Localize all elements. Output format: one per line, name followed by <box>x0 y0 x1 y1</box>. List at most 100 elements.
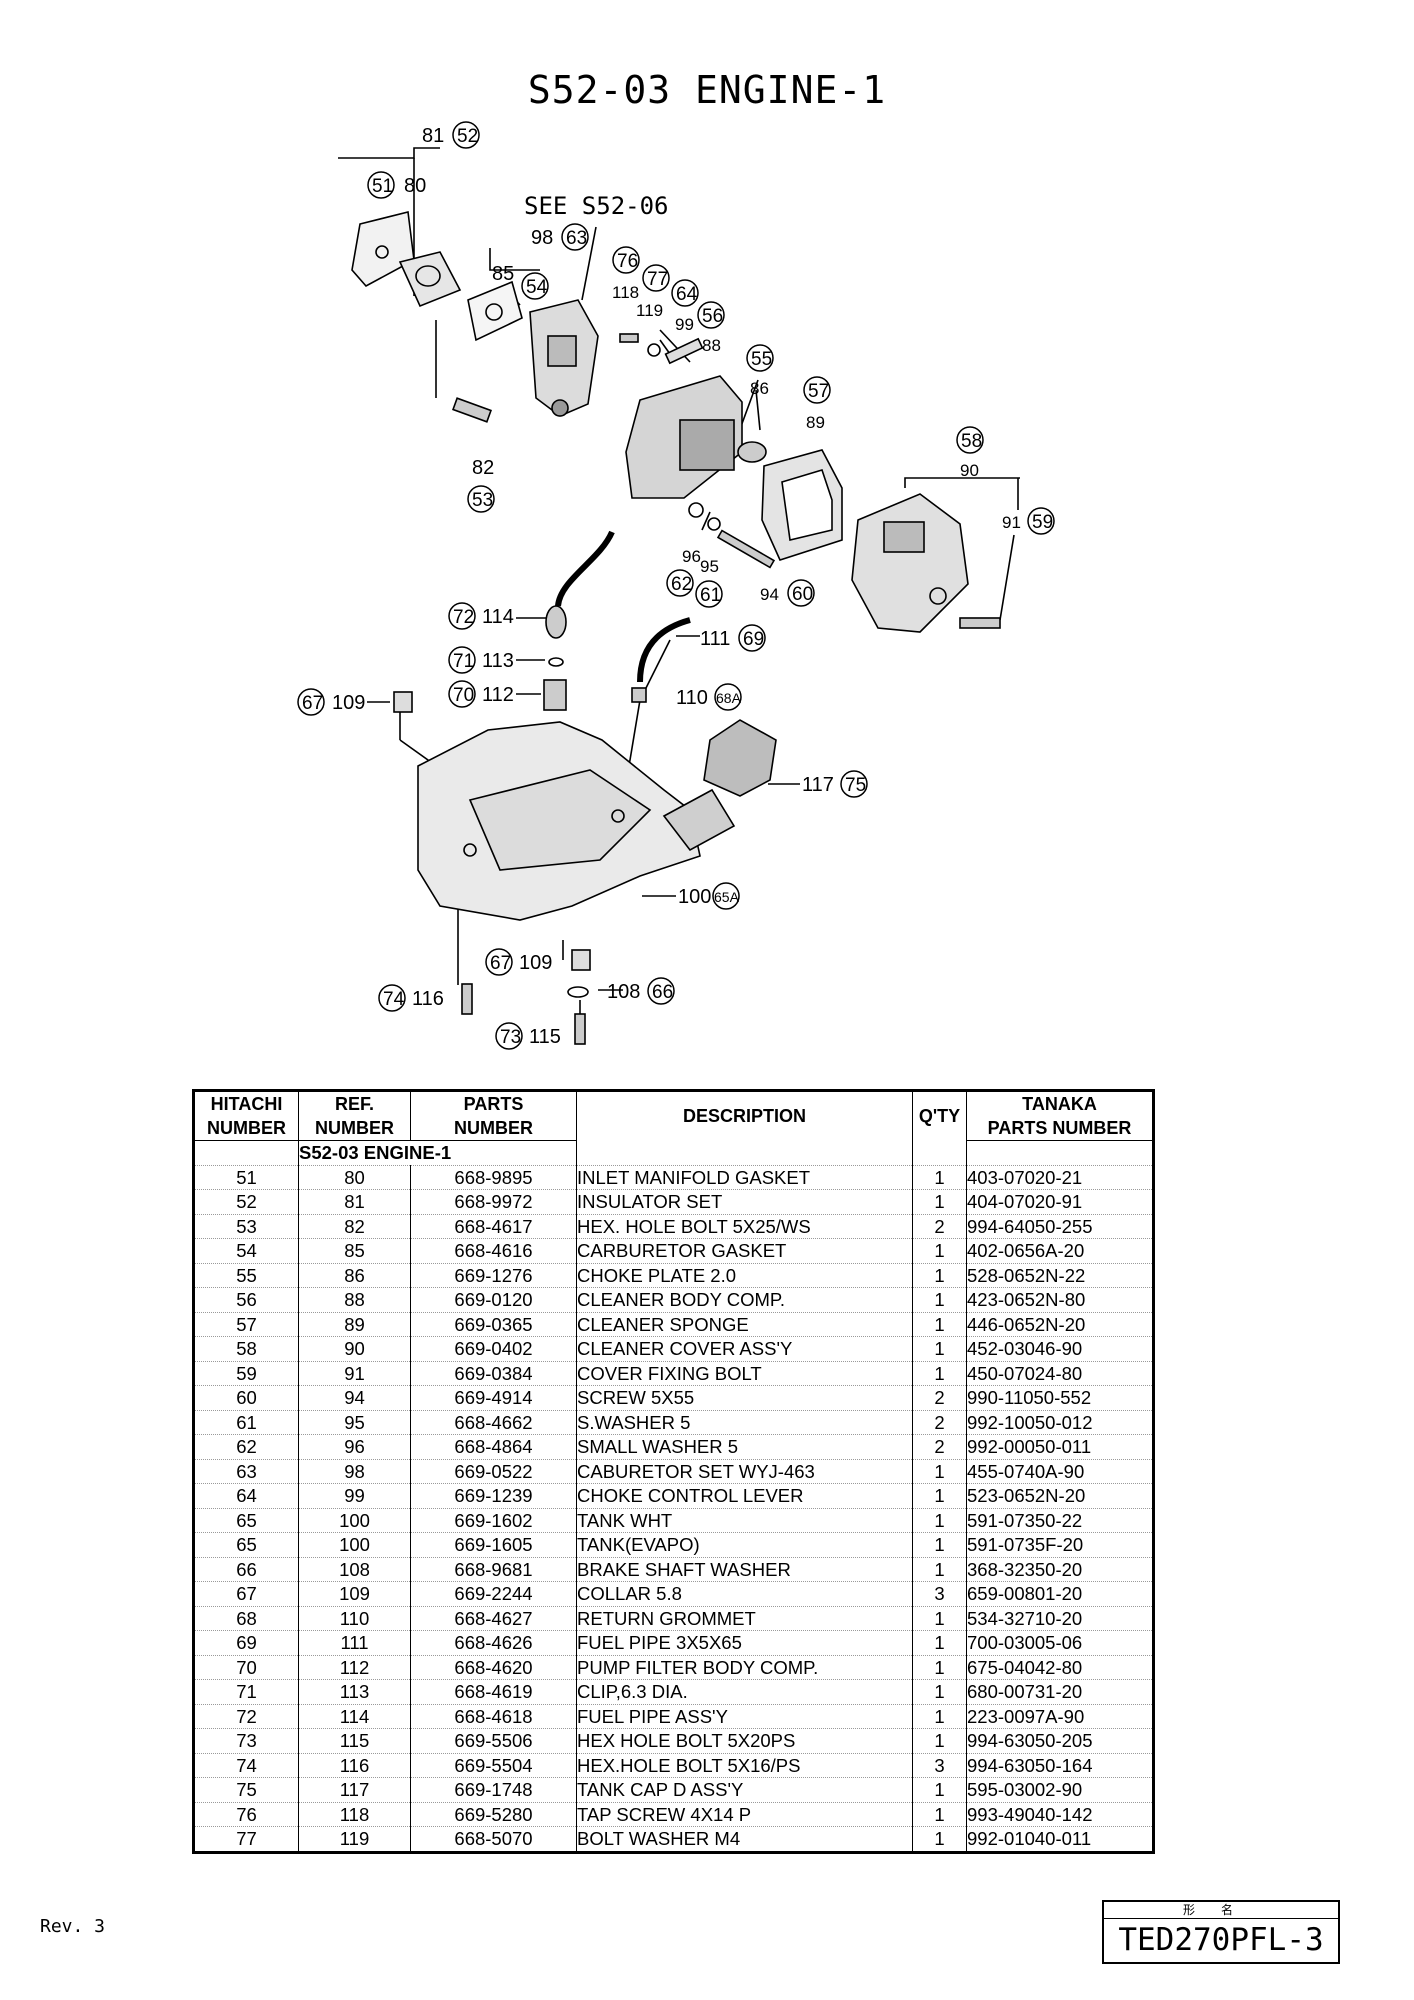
hitachi-number-cell: 54 <box>193 1238 299 1264</box>
hitachi-number-cell: 52 <box>193 1189 299 1215</box>
callout-circle-75 <box>840 770 868 798</box>
callout-circle-51 <box>367 171 395 199</box>
tanaka-number-cell: 659-00801-20 <box>966 1581 1154 1607</box>
ref-number-cell: 96 <box>298 1434 411 1460</box>
parts-number-cell: 669-1605 <box>410 1532 577 1558</box>
ref-number-cell: 98 <box>298 1459 411 1484</box>
section-title: S52-03 ENGINE-1 <box>298 1140 577 1166</box>
tanaka-number-cell: 368-32350-20 <box>966 1557 1154 1582</box>
ref-number-cell: 95 <box>298 1410 411 1435</box>
qty-cell: 1 <box>912 1287 967 1313</box>
callout-circle-64 <box>671 279 699 307</box>
qty-cell: 1 <box>912 1508 967 1533</box>
qty-cell: 1 <box>912 1777 967 1803</box>
callout-ref-86: 86 <box>750 379 769 398</box>
qty-cell: 1 <box>912 1459 967 1484</box>
parts-number-cell: 668-9681 <box>410 1557 577 1582</box>
description-cell: CLEANER COVER ASS'Y <box>576 1336 913 1362</box>
tanaka-number-cell: 455-0740A-90 <box>966 1459 1154 1484</box>
callout-hitachi-54: 54 <box>526 277 548 298</box>
callout-ref-88: 88 <box>702 336 721 355</box>
callout-hitachi-74: 74 <box>383 989 405 1010</box>
hitachi-number-cell: 67 <box>193 1581 299 1607</box>
parts-number-cell: 668-4626 <box>410 1630 577 1656</box>
parts-number-cell: 669-1748 <box>410 1777 577 1803</box>
description-cell: RETURN GROMMET <box>576 1606 913 1631</box>
callout-circle-74 <box>378 984 406 1012</box>
qty-cell: 1 <box>912 1802 967 1827</box>
qty-cell: 2 <box>912 1214 967 1239</box>
see-note: SEE S52-06 <box>524 192 669 220</box>
qty-cell: 3 <box>912 1581 967 1607</box>
hitachi-number-cell: 53 <box>193 1214 299 1239</box>
parts-number-cell: 668-4618 <box>410 1704 577 1729</box>
callout-circle-54 <box>521 272 549 300</box>
tanaka-number-cell: 223-0097A-90 <box>966 1704 1154 1729</box>
hitachi-number-cell: 58 <box>193 1336 299 1362</box>
description-cell: HEX. HOLE BOLT 5X25/WS <box>576 1214 913 1239</box>
callout-circle-60 <box>787 579 815 607</box>
callout-ref-95: 95 <box>700 557 719 576</box>
hitachi-number-cell: 57 <box>193 1312 299 1337</box>
parts-number-cell: 668-4662 <box>410 1410 577 1435</box>
tanaka-number-cell: 595-03002-90 <box>966 1777 1154 1803</box>
qty-cell: 1 <box>912 1557 967 1582</box>
description-cell: FUEL PIPE ASS'Y <box>576 1704 913 1729</box>
hitachi-number-cell: 68 <box>193 1606 299 1631</box>
callout-ref-100: 100 <box>678 886 711 908</box>
ref-number-cell: 109 <box>298 1581 411 1607</box>
model-name: TED270PFL-3 <box>1118 1922 1324 1958</box>
page-title: S52-03 ENGINE-1 <box>527 68 887 112</box>
parts-number-cell: 669-0402 <box>410 1336 577 1362</box>
tanaka-number-cell: 994-63050-164 <box>966 1753 1154 1778</box>
description-cell: SCREW 5X55 <box>576 1385 913 1411</box>
tanaka-number-cell: 591-07350-22 <box>966 1508 1154 1533</box>
ref-number-cell: 116 <box>298 1753 411 1778</box>
callout-ref-91: 91 <box>1002 513 1021 532</box>
description-cell: S.WASHER 5 <box>576 1410 913 1435</box>
callout-circle-67-lower <box>485 948 513 976</box>
callout-hitachi-76: 76 <box>617 251 638 272</box>
description-cell: FUEL PIPE 3X5X65 <box>576 1630 913 1656</box>
callout-circle-70 <box>448 680 476 708</box>
callout-ref-98: 98 <box>531 227 553 249</box>
callout-hitachi-68a: 68A <box>716 690 742 706</box>
callout-hitachi-64: 64 <box>676 284 698 305</box>
callout-circle-71 <box>448 646 476 674</box>
header-qty: Q'TY <box>912 1090 967 1141</box>
tanaka-number-cell: 990-11050-552 <box>966 1385 1154 1411</box>
ref-number-cell: 119 <box>298 1826 411 1852</box>
header-ref-number: REF. <box>298 1090 411 1116</box>
callout-hitachi-53: 53 <box>472 490 493 511</box>
hitachi-number-cell: 74 <box>193 1753 299 1778</box>
hitachi-number-cell: 59 <box>193 1361 299 1386</box>
callout-circle-59 <box>1027 507 1055 535</box>
description-cell: INSULATOR SET <box>576 1189 913 1215</box>
description-cell: COVER FIXING BOLT <box>576 1361 913 1386</box>
callout-hitachi-60: 60 <box>792 584 813 605</box>
callout-circle-58 <box>956 426 984 454</box>
callout-ref-81: 81 <box>422 125 444 147</box>
callout-ref-113: 113 <box>482 650 514 672</box>
qty-cell: 1 <box>912 1606 967 1631</box>
revision-label: Rev. 3 <box>40 1916 106 1937</box>
ref-number-cell: 118 <box>298 1802 411 1827</box>
header-description: DESCRIPTION <box>576 1090 913 1141</box>
ref-number-cell: 90 <box>298 1336 411 1362</box>
hitachi-number-cell: 72 <box>193 1704 299 1729</box>
description-cell: BRAKE SHAFT WASHER <box>576 1557 913 1582</box>
ref-number-cell: 110 <box>298 1606 411 1631</box>
parts-number-cell: 668-4616 <box>410 1238 577 1264</box>
callout-circle-72 <box>448 602 476 630</box>
qty-cell: 2 <box>912 1385 967 1411</box>
tanaka-number-cell: 423-0652N-80 <box>966 1287 1154 1313</box>
